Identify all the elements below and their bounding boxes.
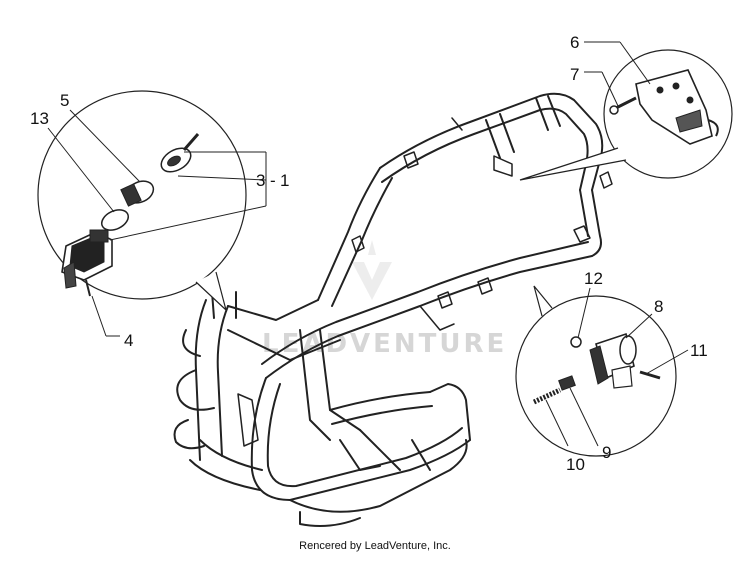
leader-lines — [47, 41, 689, 447]
bushing-9 — [558, 375, 576, 391]
callout-12: 12 — [584, 269, 603, 288]
watermark-text: LEADVENTURE — [262, 329, 507, 359]
detail-circle-seat-lock — [519, 49, 733, 181]
callout-1: 1 — [280, 171, 289, 190]
callout-3: 3 — [256, 171, 265, 190]
detail-circle-actuator — [515, 285, 677, 457]
ignition-lock-body — [61, 229, 113, 297]
nut-12 — [570, 336, 582, 348]
key-cover — [160, 133, 200, 173]
callout-6: 6 — [570, 33, 579, 52]
seat-lock-latch-6 — [635, 69, 719, 145]
callout-9: 9 — [602, 443, 611, 462]
lock-ring-13 — [101, 209, 129, 231]
callout-10: 10 — [566, 455, 585, 474]
screw-7 — [609, 96, 637, 115]
callout-13: 13 — [30, 109, 49, 128]
callout-8: 8 — [654, 297, 663, 316]
callout-11: 11 — [690, 341, 708, 360]
scooter-frame — [173, 92, 613, 527]
callout-5: 5 — [60, 91, 69, 110]
detail-circle-ignition-lock — [37, 90, 247, 312]
actuator-8 — [589, 332, 637, 389]
bolt-11 — [639, 370, 661, 380]
watermark-logo — [352, 240, 392, 300]
callout-7: 7 — [570, 65, 579, 84]
spring-10 — [532, 387, 562, 405]
callout-4: 4 — [124, 331, 133, 350]
lock-cylinder-5 — [120, 180, 155, 207]
footer-credit: Rencered by LeadVenture, Inc. — [299, 540, 451, 552]
callout-dash: - — [270, 171, 276, 190]
